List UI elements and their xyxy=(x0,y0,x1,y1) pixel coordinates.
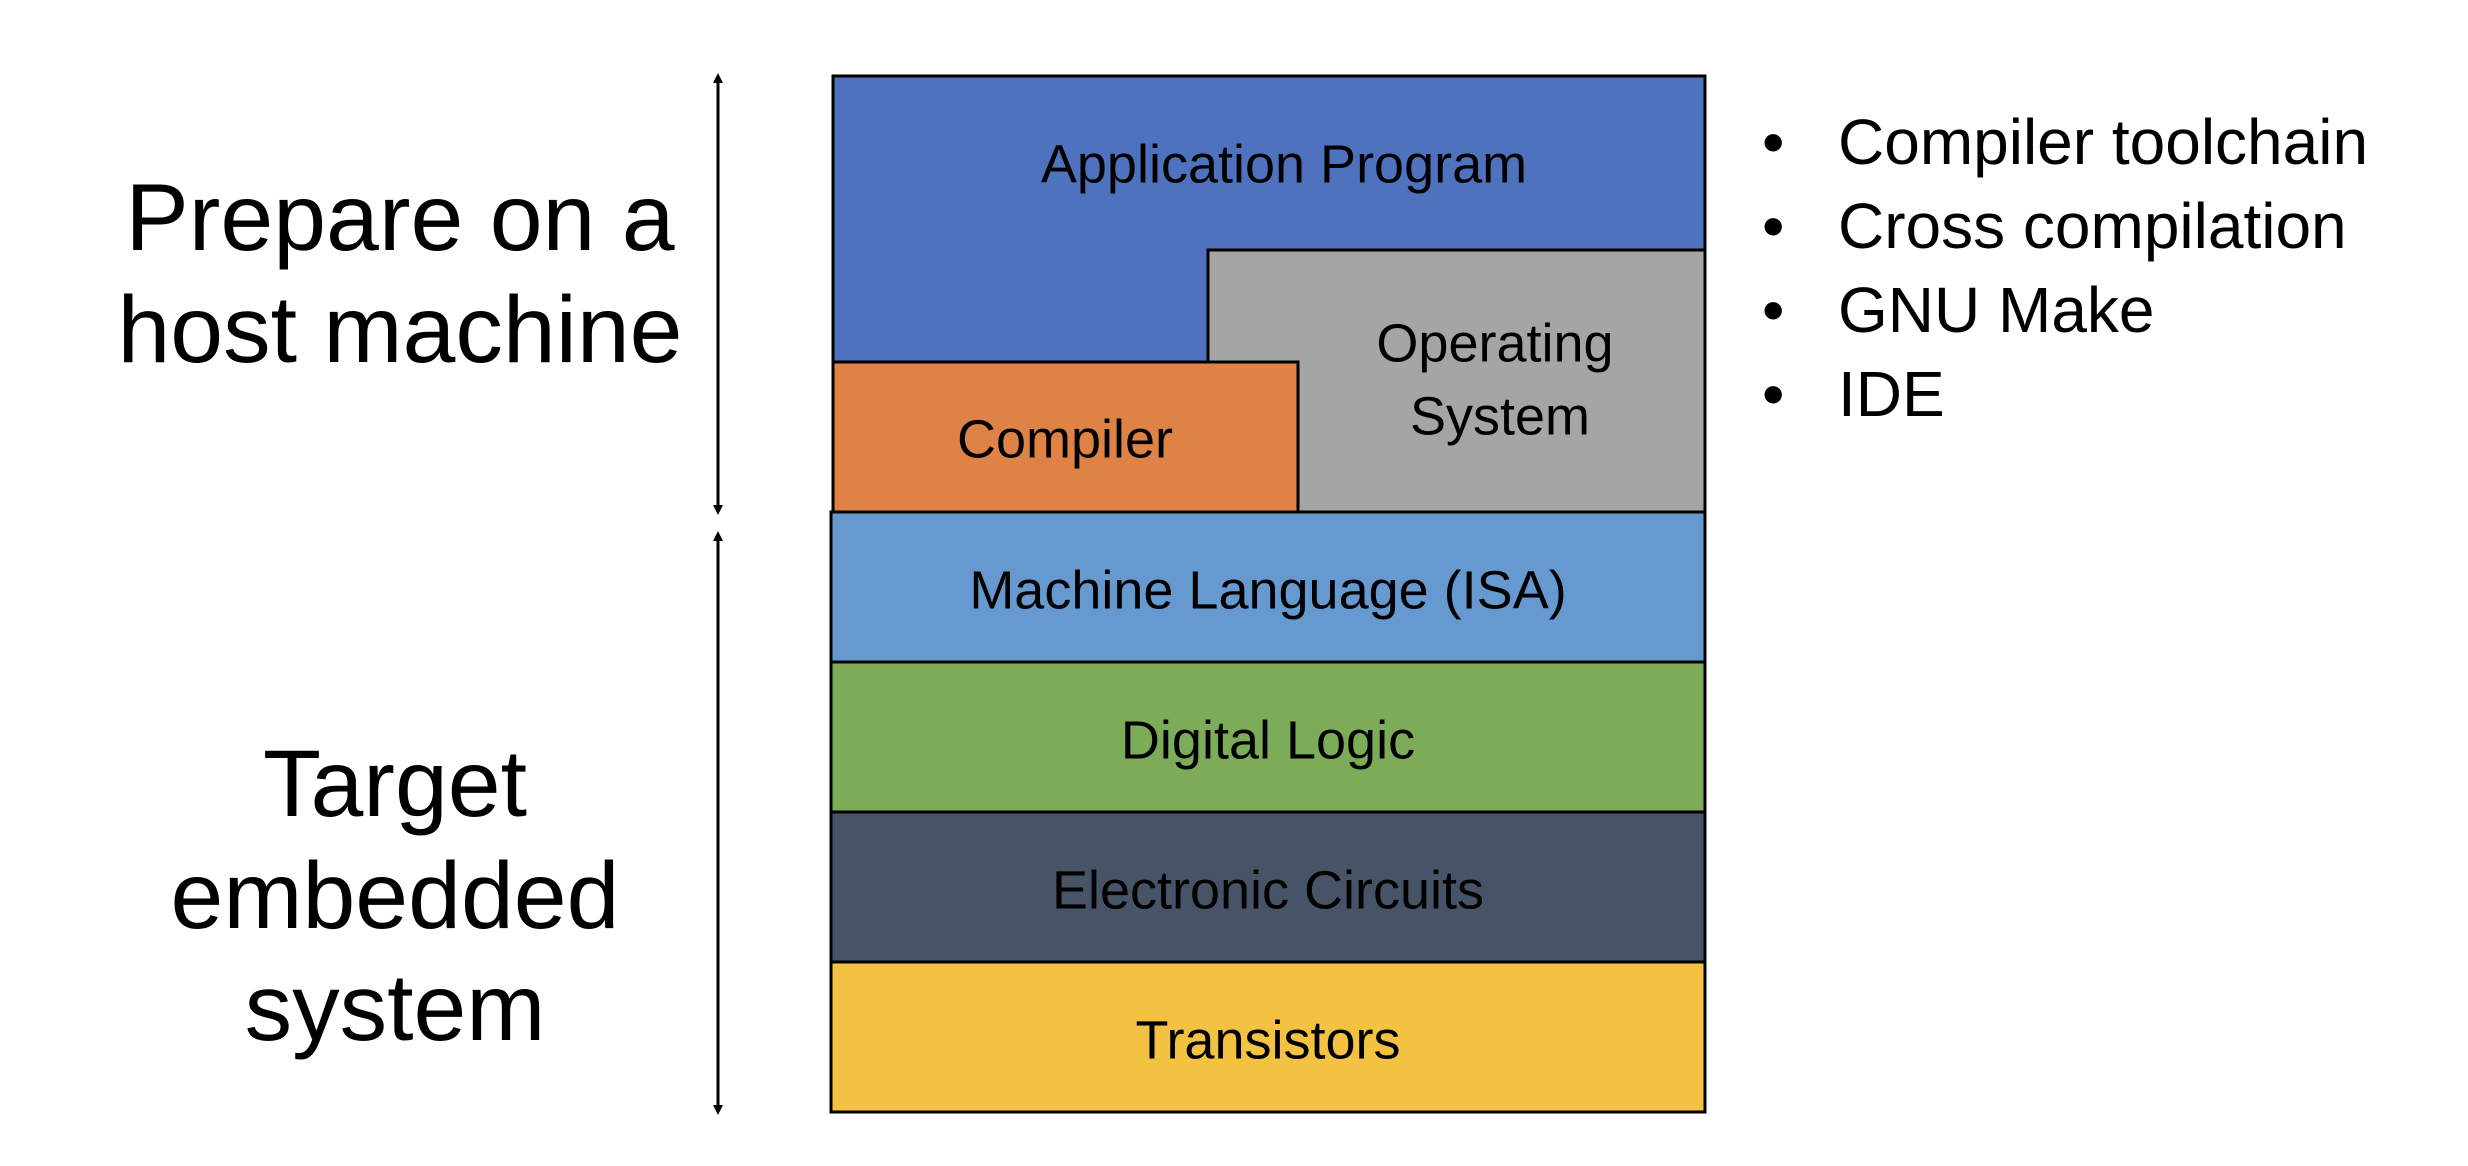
transistors-block xyxy=(829,960,1707,1114)
compiler-label: Compiler xyxy=(957,409,1173,469)
tools-list-item: • GNU Make xyxy=(1750,268,2368,352)
target-system-label: Target embedded system xyxy=(90,728,700,1064)
tools-list-item: • Cross compilation xyxy=(1750,184,2368,268)
tools-list-item: • Compiler toolchain xyxy=(1750,100,2368,184)
bullet-dot: • xyxy=(1762,274,1785,346)
host-machine-label-line2: host machine xyxy=(117,277,683,383)
tools-list-item-label: IDE xyxy=(1838,358,1945,430)
bullet-dot: • xyxy=(1762,190,1785,262)
tools-list-item-label: GNU Make xyxy=(1838,274,2155,346)
bullet-dot: • xyxy=(1762,106,1785,178)
tools-list-item-label: Compiler toolchain xyxy=(1838,106,2369,178)
machine-language-block xyxy=(829,510,1707,664)
target-system-label-line1: Target xyxy=(262,731,528,837)
bullet-dot: • xyxy=(1762,358,1785,430)
tools-list-item: • IDE xyxy=(1750,352,2368,436)
target-system-label-line3: system xyxy=(244,955,546,1061)
electronic-circuits-label: Electronic Circuits xyxy=(1052,860,1484,920)
host-machine-label: Prepare on a host machine xyxy=(90,162,710,386)
host-machine-label-line1: Prepare on a xyxy=(125,165,675,271)
machine-language-label: Machine Language (ISA) xyxy=(969,560,1566,620)
transistors-label: Transistors xyxy=(1135,1010,1400,1070)
tools-bullet-list: • Compiler toolchain • Cross compilation… xyxy=(1750,100,2368,436)
digital-logic-block xyxy=(829,660,1707,814)
target-system-label-line2: embedded xyxy=(170,843,620,949)
operating-system-label-line1: Operating xyxy=(1376,313,1613,373)
compiler-block xyxy=(831,360,1300,514)
electronic-circuits-block xyxy=(829,810,1707,964)
application-program-label: Application Program xyxy=(1041,134,1527,194)
digital-logic-label: Digital Logic xyxy=(1121,710,1415,770)
operating-system-label-line2: System xyxy=(1410,386,1590,446)
tools-list-item-label: Cross compilation xyxy=(1838,190,2347,262)
